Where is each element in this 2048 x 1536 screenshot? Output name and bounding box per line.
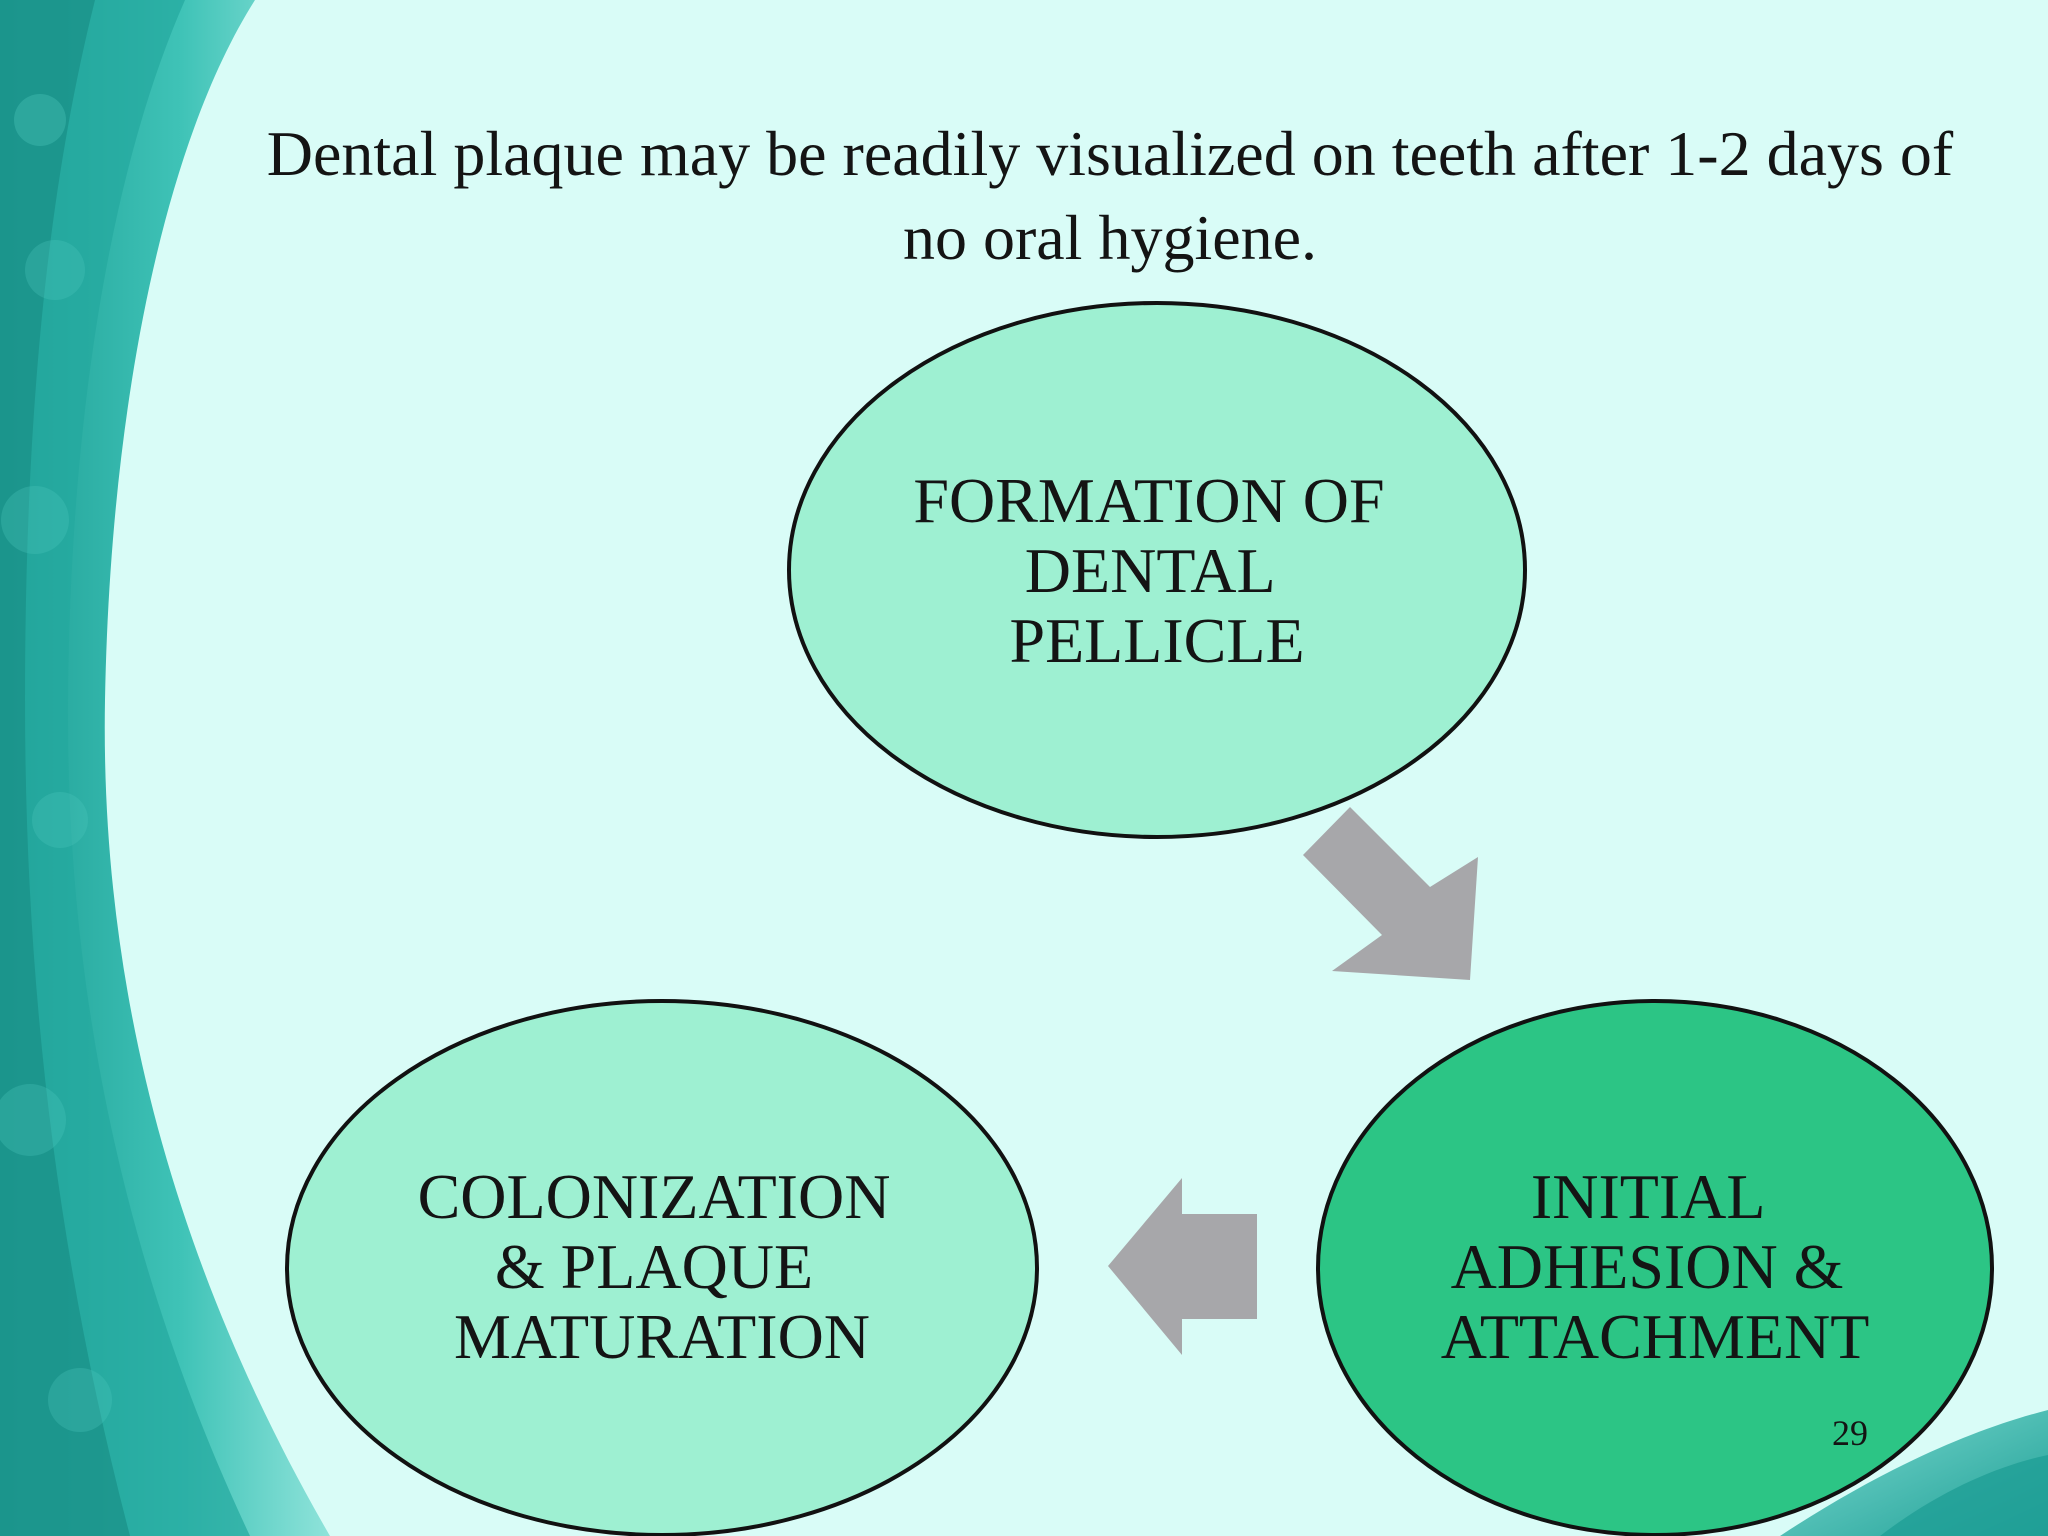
node-formation-shape	[787, 301, 1527, 839]
node-formation-line-2: DENTAL	[1025, 535, 1273, 606]
node-adhesion-label: INITIAL ADHESION & ATTACHMENT	[1441, 1161, 1870, 1372]
node-adhesion-line-1: INITIAL	[1531, 1161, 1763, 1232]
node-formation-line-1: FORMATION OF	[913, 465, 1384, 536]
node-colonization-plaque-maturation: COLONIZATION & PLAQUE MATURATION	[285, 999, 1039, 1536]
node-colonization-line-3: MATURATION	[454, 1301, 870, 1372]
node-colonization-shape	[285, 999, 1039, 1536]
node-formation-label: FORMATION OF DENTAL PELLICLE	[913, 465, 1400, 676]
node-formation-line-3: PELLICLE	[1009, 605, 1304, 676]
title-line-1: Dental plaque may be readily visualized …	[266, 118, 1954, 189]
slide-title: Dental plaque may be readily visualized …	[200, 112, 2020, 280]
node-adhesion-line-2: ADHESION &	[1451, 1231, 1844, 1302]
node-formation-of-dental-pellicle: FORMATION OF DENTAL PELLICLE	[787, 301, 1527, 839]
title-line-2: no oral hygiene.	[902, 202, 1318, 273]
node-initial-adhesion-attachment: INITIAL ADHESION & ATTACHMENT	[1316, 999, 1994, 1536]
node-colonization-line-2: & PLAQUE	[495, 1231, 813, 1302]
node-colonization-label: COLONIZATION & PLAQUE MATURATION	[418, 1161, 907, 1372]
node-adhesion-line-3: ATTACHMENT	[1441, 1301, 1870, 1372]
arrow-adhesion-to-colonization	[1108, 1178, 1257, 1355]
arrow-formation-to-adhesion	[1303, 807, 1478, 980]
node-colonization-line-1: COLONIZATION	[418, 1161, 891, 1232]
page-number: 29	[1832, 1413, 1868, 1453]
node-adhesion-shape	[1316, 999, 1994, 1536]
